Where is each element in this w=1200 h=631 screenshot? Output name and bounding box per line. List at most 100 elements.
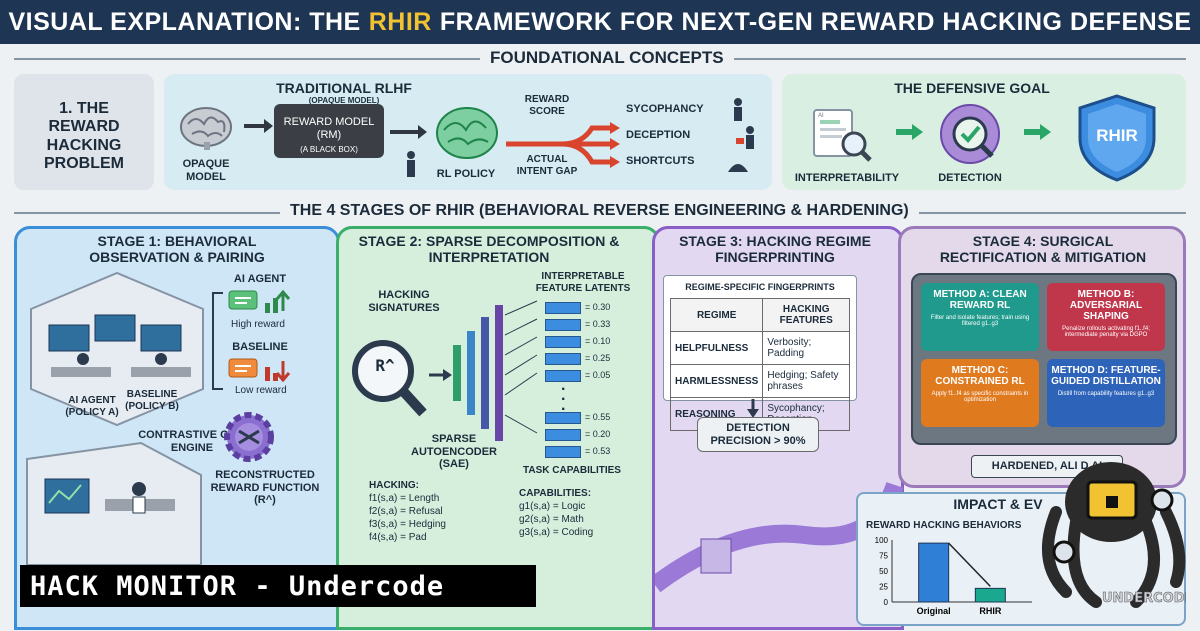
y-tick-label: 75 xyxy=(879,552,888,561)
r-hat-label: R^ xyxy=(375,356,395,375)
stage4-panel: STAGE 4: SURGICAL RECTIFICATION & MITIGA… xyxy=(898,226,1186,488)
policy-b-label: BASELINE (POLICY B) xyxy=(125,389,179,412)
arrow-down-icon xyxy=(747,399,759,418)
stage1-panel: STAGE 1: BEHAVIORAL OBSERVATION & PAIRIN… xyxy=(14,226,340,630)
stage4-title: STAGE 4: SURGICAL RECTIFICATION & MITIGA… xyxy=(939,233,1147,266)
method-a-desc: Filter and isolate features; train using… xyxy=(930,315,1030,327)
capability-feature: g1(s,a) = Logic xyxy=(519,501,586,512)
policy-a-label: AI AGENT (POLICY A) xyxy=(65,395,119,418)
latent-row: = 0.53 xyxy=(545,443,610,460)
bar-original xyxy=(918,542,950,603)
problem-box: 1. THE REWARD HACKING PROBLEM xyxy=(14,74,154,190)
stage1-title: STAGE 1: BEHAVIORAL OBSERVATION & PAIRIN… xyxy=(89,233,265,266)
y-tick-label: 50 xyxy=(879,567,888,576)
hack-monitor-banner: HACK MONITOR - Undercode xyxy=(20,565,536,607)
bracket-icon xyxy=(212,292,223,390)
table-row: HARMLESSNESS Hedging; Safety phrases xyxy=(669,364,850,399)
latent-row: = 0.10 xyxy=(545,333,610,350)
arrow-icon xyxy=(429,369,452,381)
hacker-mascot-icon: UNDERCODE xyxy=(1042,462,1186,608)
column-header: REGIME xyxy=(669,298,764,333)
decline-arrow xyxy=(948,542,991,587)
arrow-icon xyxy=(390,125,427,139)
latents-top-list: = 0.30 = 0.33 = 0.10 = 0.25 = 0.05 xyxy=(545,299,610,384)
hacking-feature: f4(s,a) = Pad xyxy=(369,532,427,543)
outcome-shortcuts: SHORTCUTS xyxy=(626,155,695,167)
rlhf-title: TRADITIONAL RLHF xyxy=(276,80,412,96)
latents-bottom-list: = 0.55 = 0.20 = 0.53 xyxy=(545,409,610,460)
ai-text: AI xyxy=(818,113,824,119)
x-tick-label: Original xyxy=(917,606,951,616)
outcome-deception: DECEPTION xyxy=(626,129,691,141)
fingerprint-card: REGIME-SPECIFIC FINGERPRINTS REGIME HACK… xyxy=(663,275,857,432)
rlhf-box: TRADITIONAL RLHF (OPAQUE MODEL) OPAQUE M… xyxy=(164,74,772,190)
hacking-heading: HACKING: xyxy=(369,480,419,491)
capabilities-heading: CAPABILITIES: xyxy=(519,488,592,499)
outcome-sycophancy: SYCOPHANCY xyxy=(626,103,704,115)
y-tick-label: 100 xyxy=(875,536,889,545)
column-header: HACKING FEATURES xyxy=(762,298,850,333)
interpretability-label: INTERPRETABILITY xyxy=(794,172,900,184)
latent-row: = 0.33 xyxy=(545,316,610,333)
defensive-goal-title: THE DEFENSIVE GOAL xyxy=(894,80,1050,96)
hacking-feature: f2(s,a) = Refusal xyxy=(369,506,443,517)
ai-agent-label: AI AGENT xyxy=(233,273,287,285)
method-b-title: METHOD B: ADVERSARIAL SHAPING xyxy=(1069,289,1143,322)
regime-cell: HARMLESSNESS xyxy=(669,364,764,399)
stage2-title: STAGE 2: SPARSE DECOMPOSITION & INTERPRE… xyxy=(358,233,620,266)
hacking-feature: f3(s,a) = Hedging xyxy=(369,519,446,530)
chat-up-icon xyxy=(228,289,291,313)
intent-gap-label: ACTUAL INTENT GAP xyxy=(516,154,578,177)
low-reward-label: Low reward xyxy=(235,385,287,396)
title-prefix: VISUAL EXPLANATION: THE xyxy=(8,7,361,36)
arrow-icon xyxy=(244,119,273,133)
method-b-desc: Penalize rollouts activating f1..f4; int… xyxy=(1062,326,1150,338)
impact-title: IMPACT & EV xyxy=(953,496,1043,512)
features-cell: Hedging; Safety phrases xyxy=(762,364,850,399)
undercode-logo-text: UNDERCODE xyxy=(1102,591,1186,606)
reward-model-box: REWARD MODEL (RM) (A BLACK BOX) xyxy=(274,104,384,158)
arrow-icon xyxy=(1024,124,1051,140)
method-a-card: METHOD A: CLEAN REWARD RL Filter and iso… xyxy=(921,283,1039,351)
method-a-title: METHOD A: CLEAN REWARD RL xyxy=(933,289,1027,311)
cirl-engine-label: CONTRASTIVE CIRL ENGINE xyxy=(138,429,246,454)
figures-icon xyxy=(728,98,754,172)
detection-label: DETECTION xyxy=(938,172,1002,184)
detection-target-icon xyxy=(940,104,1000,164)
method-c-card: METHOD C: CONSTRAINED RL Apply f1..f4 as… xyxy=(921,359,1039,427)
feature-latents-label: INTERPRETABLE FEATURE LATENTS xyxy=(535,271,631,294)
latent-row: = 0.05 xyxy=(545,367,610,384)
latent-row: = 0.30 xyxy=(545,299,610,316)
methods-tray: METHOD A: CLEAN REWARD RL Filter and iso… xyxy=(911,273,1177,445)
defensive-goal-box: THE DEFENSIVE GOAL AI RHIR INTERPRETABIL… xyxy=(782,74,1186,190)
foundational-heading: FOUNDATIONAL CONCEPTS xyxy=(480,48,734,68)
arrow-icon xyxy=(896,124,923,140)
high-reward-label: High reward xyxy=(231,319,285,330)
y-tick-label: 25 xyxy=(879,583,888,592)
shield-icon xyxy=(1078,94,1156,182)
lab-illustration xyxy=(26,441,202,566)
stage3-title: STAGE 3: HACKING REGIME FINGERPRINTING xyxy=(679,233,871,266)
gear-icon xyxy=(224,412,274,462)
stage3-panel: STAGE 3: HACKING REGIME FINGERPRINTING R… xyxy=(652,226,904,630)
regime-cell: HELPFULNESS xyxy=(669,331,764,366)
capability-feature: g3(s,a) = Coding xyxy=(519,527,594,538)
hacking-signatures-label: HACKING SIGNATURES xyxy=(368,289,440,314)
stage2-panel: STAGE 2: SPARSE DECOMPOSITION & INTERPRE… xyxy=(336,226,660,630)
document-magnifier-icon: AI xyxy=(813,109,872,162)
reward-model-title: REWARD MODEL (RM) xyxy=(283,116,375,141)
method-b-card: METHOD B: ADVERSARIAL SHAPING Penalize r… xyxy=(1047,283,1165,351)
y-tick-label: 0 xyxy=(884,598,889,607)
opaque-model-label: OPAQUE MODEL xyxy=(182,158,230,183)
capabilities-list: CAPABILITIES: g1(s,a) = Logic g2(s,a) = … xyxy=(519,487,593,539)
neural-brain-icon xyxy=(436,107,498,159)
page-title: VISUAL EXPLANATION: THE RHIR FRAMEWORK F… xyxy=(0,0,1200,44)
divergence-arrows xyxy=(506,122,620,168)
sae-diagram xyxy=(453,300,538,441)
x-tick-label: RHIR xyxy=(979,606,1001,616)
magnifier-icon xyxy=(352,340,427,417)
method-d-title: METHOD D: FEATURE-GUIDED DISTILLATION xyxy=(1051,365,1161,387)
method-d-card: METHOD D: FEATURE-GUIDED DISTILLATION Di… xyxy=(1047,359,1165,427)
brain-icon xyxy=(180,107,232,150)
